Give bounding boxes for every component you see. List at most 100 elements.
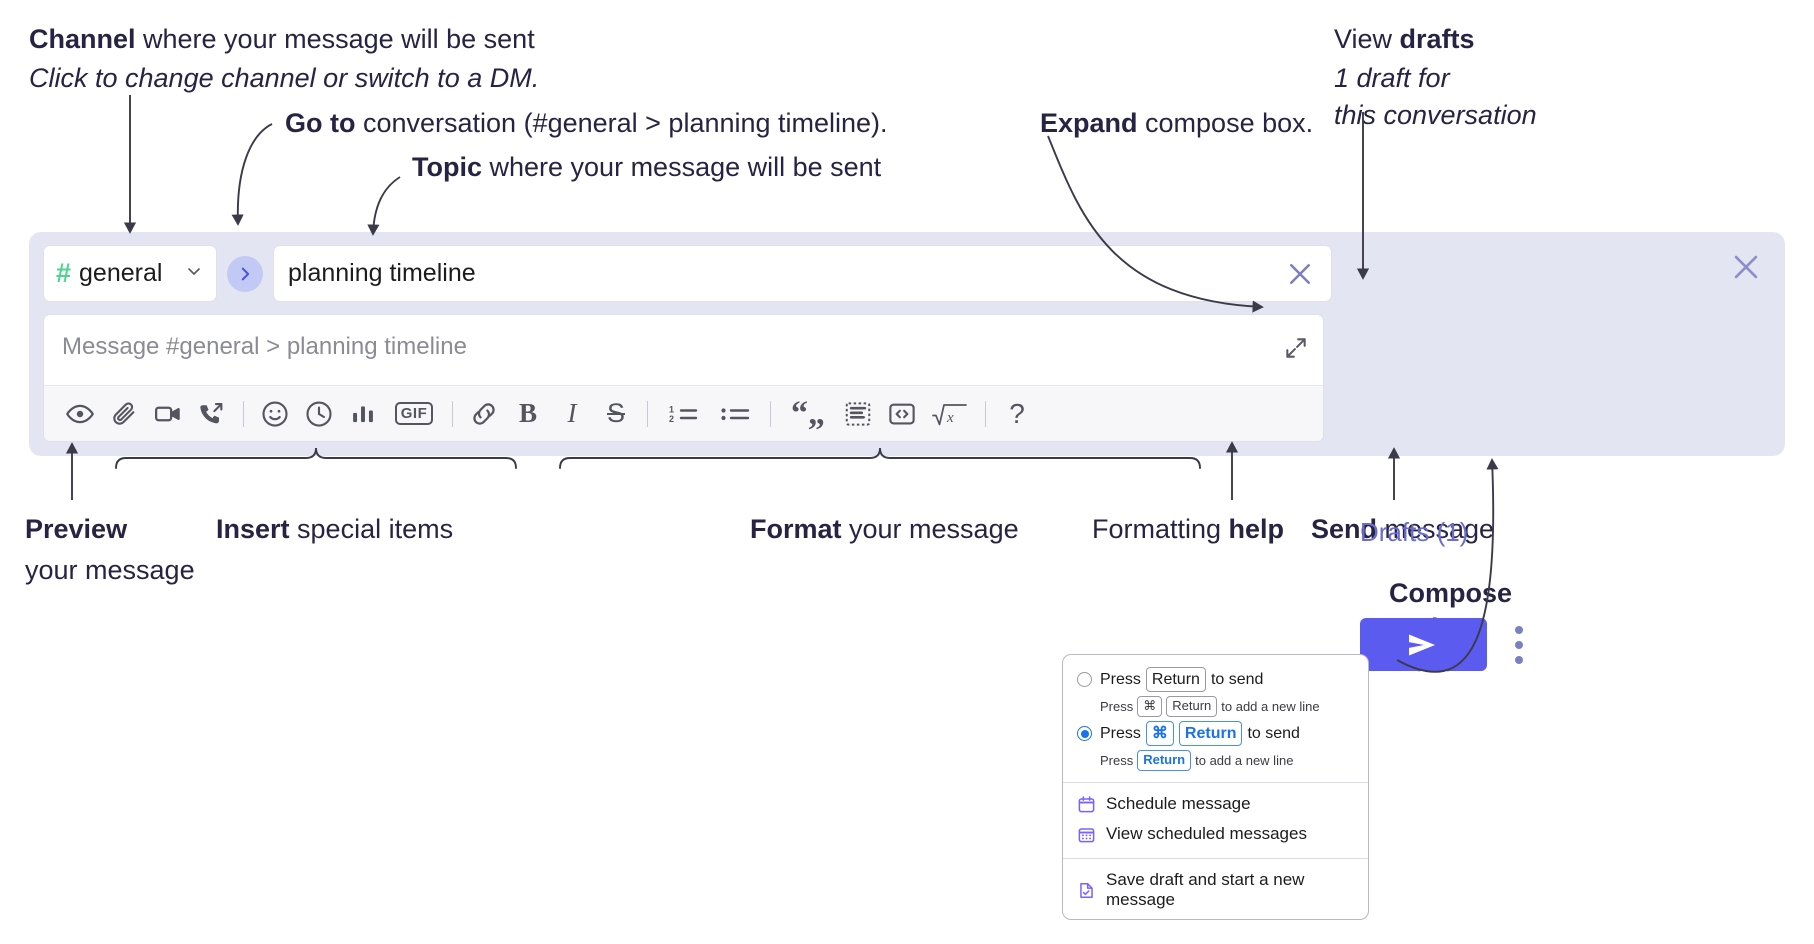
gif-label: GIF [394,402,434,425]
more-vertical-dot [1515,641,1523,649]
calendar-days-icon [1077,825,1096,844]
file-check-icon [1077,881,1096,900]
compose-panel: # general planning timeline Message #gen… [29,232,1785,671]
annotation-channel-bold: Channel [29,24,136,54]
channel-selector[interactable]: # general [43,245,217,302]
menu-item-save-draft-and-start-a-new-message[interactable]: Save draft and start a new message [1063,865,1368,915]
annotation-help-plain: Formatting [1092,514,1229,544]
option-text: Press [1100,699,1134,715]
key-cap: ⌘ [1137,696,1163,718]
more-vertical-dot [1515,656,1523,664]
drafts-link[interactable]: Drafts (1) [1360,517,1469,547]
annotation-preview-rest: your message [25,554,195,585]
annotation-drafts-line3: this conversation [1334,100,1537,131]
annotation-preview: Preview your message [25,512,195,587]
annotation-formatting-help: Formatting help [1092,512,1284,547]
italic-button[interactable]: I [550,394,594,434]
annotation-insert-bold: Insert [216,514,290,544]
video-clip-button[interactable] [146,394,190,434]
bulleted-list-button[interactable] [709,394,761,434]
calendar-icon [1077,795,1096,814]
annotation-compose-options-line1: Compose [1389,578,1513,608]
send-button[interactable] [1360,618,1487,671]
annotation-help-bold: help [1228,514,1285,544]
key-cap: Return [1166,696,1218,718]
key-cap: ⌘ [1145,721,1174,747]
radio-button[interactable] [1077,726,1092,742]
blockquote-button[interactable]: “„ [780,394,836,434]
question-mark-icon: ? [1009,397,1025,429]
annotation-drafts: View drafts 1 draft for this conversatio… [1334,22,1537,133]
chevron-down-icon [184,261,204,286]
option-text: to add a new line [1195,753,1294,769]
menu-item-schedule-message[interactable]: Schedule message [1063,789,1368,819]
annotation-goto-bold: Go to [285,108,356,138]
more-vertical-dot [1515,626,1523,634]
toolbar-divider [985,400,986,427]
goto-conversation-button[interactable] [227,255,263,292]
preview-button[interactable] [58,394,102,434]
toolbar-divider [243,400,244,427]
annotation-goto: Go to conversation (#general > planning … [285,106,888,141]
close-icon[interactable] [1285,259,1315,289]
math-button[interactable]: x [924,394,976,434]
annotation-topic: Topic where your message will be sent [412,150,881,185]
strikethrough-button[interactable]: S [594,394,638,434]
option-text: to add a new line [1221,699,1320,715]
close-icon[interactable] [1729,250,1763,289]
code-block-button[interactable] [836,394,880,434]
option-text: Press [1100,724,1141,742]
annotation-expand-bold: Expand [1040,108,1138,138]
gif-button[interactable]: GIF [385,394,443,434]
annotation-format-rest: your message [841,514,1019,544]
link-button[interactable] [462,394,506,434]
inline-code-button[interactable] [880,394,924,434]
menu-item-label: View scheduled messages [1106,824,1307,844]
annotation-preview-bold: Preview [25,514,128,544]
attach-button[interactable] [102,394,146,434]
annotation-goto-rest: conversation (#general > planning timeli… [355,108,888,138]
annotation-channel-rest: where your message will be sent [135,24,535,54]
compose-options-button[interactable] [1510,626,1528,664]
annotation-format-bold: Format [750,514,842,544]
annotation-channel-italic: Click to change channel or switch to a D… [29,62,540,93]
annotation-channel: Channel where your message will be sent … [29,22,539,95]
expand-icon[interactable] [1283,335,1309,366]
svg-text:x: x [946,410,954,426]
italic-label: I [567,398,577,428]
emoji-button[interactable] [253,394,297,434]
topic-value: planning timeline [288,259,476,287]
topic-input[interactable]: planning timeline [273,245,1332,302]
annotation-drafts-line2: 1 draft for [1334,62,1450,93]
audio-clip-button[interactable] [190,394,234,434]
annotation-drafts-plain: View [1334,24,1400,54]
annotation-format: Format your message [750,512,1019,547]
ordered-list-button[interactable]: 1 2 [657,394,709,434]
message-input-area[interactable]: Message #general > planning timeline [43,314,1324,442]
strikethrough-label: S [606,398,625,428]
toolbar-divider [452,400,453,427]
compose-header: # general planning timeline [43,245,1332,302]
poll-button[interactable] [341,394,385,434]
blockquote-glyph: “„ [791,394,825,432]
annotation-send-bold: Send [1311,514,1378,544]
key-cap: Return [1145,667,1206,693]
message-placeholder: Message #general > planning timeline [62,333,467,360]
formatting-help-button[interactable]: ? [995,394,1039,434]
formatting-toolbar: GIF B I S 1 2 [44,385,1323,441]
toolbar-divider [647,400,648,427]
menu-divider [1063,782,1368,784]
menu-item-view-scheduled-messages[interactable]: View scheduled messages [1063,819,1368,849]
reminder-button[interactable] [297,394,341,434]
radio-button[interactable] [1077,672,1092,688]
hash-icon: # [56,258,72,288]
bold-button[interactable]: B [506,394,550,434]
annotation-topic-bold: Topic [412,152,482,182]
bold-label: B [518,398,537,428]
toolbar-divider [770,400,771,427]
